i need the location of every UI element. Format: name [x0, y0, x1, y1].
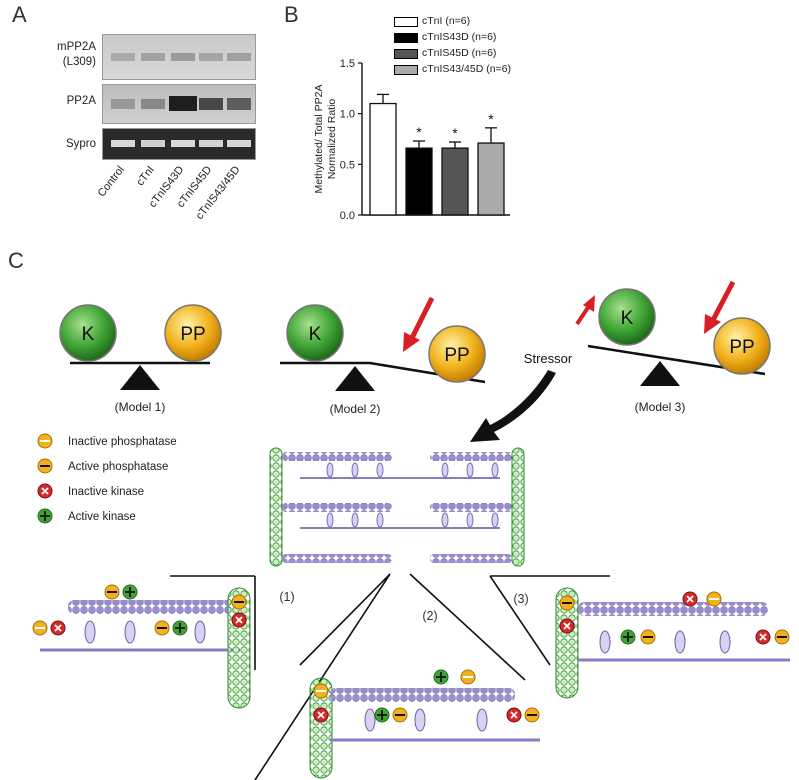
legend-icon-inactive-kinase	[37, 483, 53, 499]
zoom-3-detail	[555, 587, 790, 699]
zoom-1-detail	[32, 584, 251, 709]
legend-label-ctnis45d: cTnIS45D (n=6)	[422, 47, 497, 59]
blot-label-mpp2a-line2: (L309)	[62, 56, 96, 68]
stressor-arrow	[470, 370, 556, 442]
panel-label-b: B	[284, 2, 299, 27]
legend-icon-active-phosphatase	[37, 458, 53, 474]
chart-plot-layer: 0.0 0.5 1.0 1.5 * * *	[340, 58, 510, 222]
bar-3	[441, 147, 469, 216]
phosphatase-label-m2: PP	[444, 345, 469, 366]
blot-label-sypro: Sypro	[65, 138, 96, 150]
legend-swatch-ctnis43d	[394, 33, 418, 43]
blot-sypro-strip	[102, 128, 256, 160]
chart-ylabel-line1: Methylated/ Total PP2A	[313, 85, 325, 194]
blot-pp2a-bands	[111, 96, 251, 111]
legend-text-active-kinase: Active kinase	[68, 511, 136, 523]
phosphatase-label-m1: PP	[180, 324, 205, 345]
phosphatase-ball-m2	[428, 325, 486, 383]
kinase-label-m2: K	[309, 324, 322, 345]
legend-label-ctnis43d: cTnIS43D (n=6)	[422, 31, 497, 43]
blot-pp2a-strip	[102, 84, 256, 124]
model-3-seesaw	[575, 280, 771, 386]
zoom-label-1: (1)	[279, 590, 294, 604]
blot-label-pp2a: PP2A	[66, 95, 96, 107]
red-arrow-down-m3	[704, 280, 736, 334]
chart-ylabel-line2: Normalized Ratio	[326, 99, 338, 180]
blot-label-mpp2a: mPP2A (L309)	[30, 40, 96, 70]
y-tick-label: 1.0	[340, 109, 355, 121]
bar-2	[405, 147, 433, 216]
kinase-ball-m2	[286, 304, 344, 362]
y-tick-label: 0.0	[340, 210, 355, 222]
bar-chart: Methylated/ Total PP2A Normalized Ratio …	[313, 58, 510, 222]
blot-mpp2a-strip	[102, 34, 256, 80]
legend-text-active-phosphatase: Active phosphatase	[68, 461, 168, 473]
phosphatase-ball-m1	[164, 304, 222, 362]
zoom-2-detail	[309, 669, 540, 779]
model-3-label: (Model 3)	[635, 400, 686, 414]
legend-text-inactive-kinase: Inactive kinase	[68, 486, 144, 498]
red-arrow-up-m3	[575, 295, 595, 326]
zoom-lines	[170, 573, 610, 780]
legend-label-ctni: cTnI (n=6)	[422, 15, 471, 27]
y-tick-label: 0.5	[340, 159, 355, 171]
kinase-label-m1: K	[82, 324, 95, 345]
kinase-label-m3: K	[621, 308, 634, 329]
significance-star: *	[488, 111, 494, 127]
sarcomere-center	[269, 447, 525, 567]
kinase-ball-m1	[59, 304, 117, 362]
zoom-label-3: (3)	[513, 592, 528, 606]
stressor-label: Stressor	[524, 351, 573, 366]
kinase-ball-m3	[598, 288, 656, 346]
panel-label-c: C	[8, 248, 24, 273]
model-1-label: (Model 1)	[115, 400, 166, 414]
legend-text-inactive-phosphatase: Inactive phosphatase	[68, 436, 177, 448]
phosphatase-ball-m3	[713, 317, 771, 375]
significance-star: *	[452, 125, 458, 141]
bar-4	[477, 142, 505, 216]
phosphatase-label-m3: PP	[729, 337, 754, 358]
legend-icon-inactive-phosphatase	[37, 433, 53, 449]
model-diagram: K PP (Model 1) K PP (Model 2) K PP (Mode…	[32, 280, 790, 780]
y-tick-label: 1.5	[340, 58, 355, 70]
lane-label-control: Control	[95, 164, 127, 200]
model-2-seesaw	[280, 296, 486, 391]
panel-label-a: A	[12, 2, 27, 27]
bar-1	[369, 102, 397, 216]
legend-swatch-ctnis4345d	[394, 65, 418, 75]
legend-label-ctnis4345d: cTnIS43/45D (n=6)	[422, 63, 512, 75]
legend-icon-active-kinase	[37, 508, 53, 524]
red-arrow-m2	[403, 296, 435, 352]
legend-swatch-ctni	[394, 17, 418, 27]
model-2-label: (Model 2)	[330, 402, 381, 416]
blot-sypro-bands	[111, 140, 251, 147]
model-1-seesaw	[59, 304, 222, 390]
significance-star: *	[416, 124, 422, 140]
zoom-label-2: (2)	[422, 609, 437, 623]
lane-label-ctni: cTnI	[133, 164, 157, 189]
legend-swatch-ctnis45d	[394, 49, 418, 59]
blot-mpp2a-bands	[111, 53, 251, 61]
blot-label-mpp2a-line1: mPP2A	[57, 41, 96, 53]
